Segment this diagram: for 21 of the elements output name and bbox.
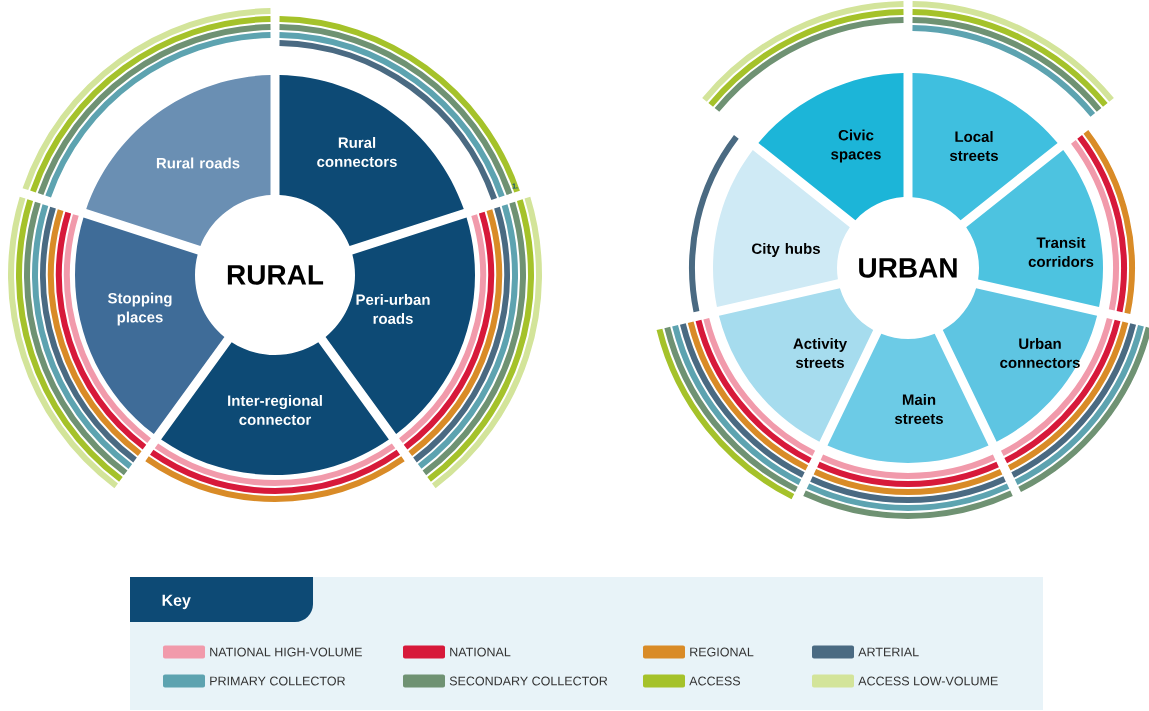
node-label: Peri-urban roads [356,293,430,324]
legend-label: NATIONAL HIGH-VOLUME [210,647,362,657]
sector: Rural roads [86,75,271,246]
center-label: RURAL [227,265,324,285]
sector: Stopping places [75,217,225,435]
key-tab: Key [130,577,313,622]
legend-label: NATIONAL [450,647,511,657]
legend-label: ACCESS LOW-VOLUME [858,676,998,686]
sector: Civic spaces [758,73,904,221]
legend-label: ACCESS [689,676,741,686]
sector: Activity streets [718,288,874,442]
sector: Local streets [912,73,1058,221]
legend-label: PRIMARY COLLECTOR [210,676,345,686]
sector: Inter-regional connector [161,342,389,475]
legend-label: ARTERIAL [858,647,919,657]
sector: Rural connectors [279,75,464,247]
legend-label: SECONDARY COLLECTOR [449,676,608,686]
node-label: Inter-regional connector [228,394,322,425]
sector: Peri-urban roads [325,217,475,435]
legend-label: REGIONAL [690,647,754,657]
center-label: URBAN [859,258,957,278]
